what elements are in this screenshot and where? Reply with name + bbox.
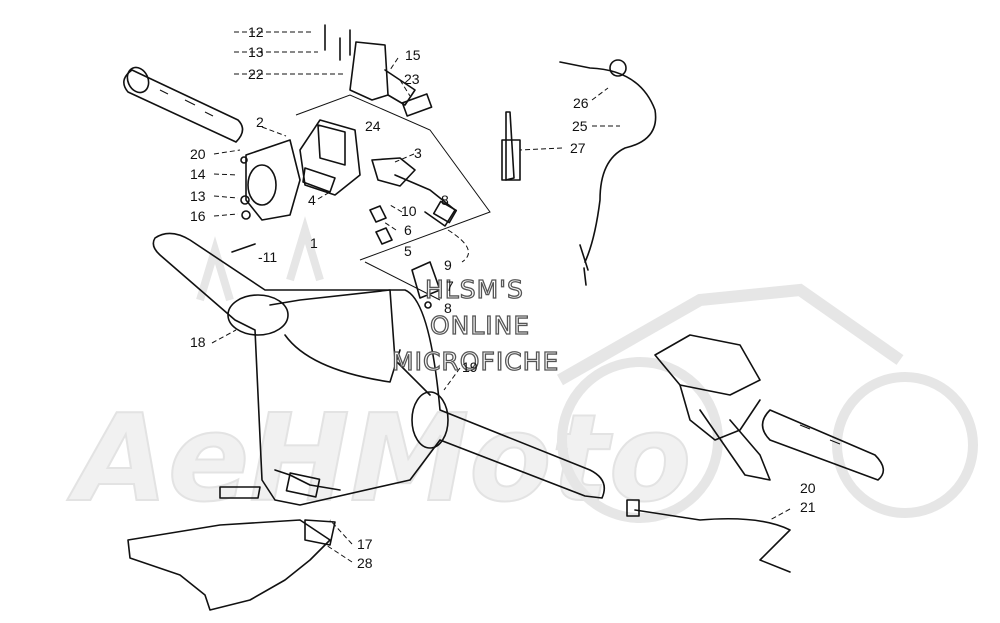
watermark-line-3: MICROFICHE — [392, 347, 559, 376]
callout-21: 21 — [800, 499, 816, 515]
callout-28: 28 — [357, 555, 373, 571]
watermark-line-2: ONLINE — [430, 311, 530, 340]
callout-17: 17 — [357, 536, 373, 552]
callout-11: -11 — [258, 249, 277, 265]
watermark-text: HLSM'S ONLINE MICROFICHE — [391, 274, 559, 376]
callout-25: 25 — [572, 118, 588, 134]
watermark-logo-text: AeHMoto — [67, 390, 691, 529]
callout-23: 23 — [404, 71, 420, 87]
bracket-assembly — [324, 24, 433, 117]
callout-13-left: 13 — [190, 188, 206, 204]
callout-14: 14 — [190, 166, 206, 182]
callout-7: 7 — [446, 278, 454, 294]
callout-3: 3 — [414, 145, 422, 161]
callout-labels: 12 13 22 15 23 24 2 3 20 14 13 16 4 10 8… — [190, 24, 816, 571]
callout-10: 10 — [401, 203, 417, 219]
callout-20-left: 20 — [190, 146, 206, 162]
callout-8-bottom: 8 — [444, 300, 452, 316]
callout-20-right: 20 — [800, 480, 816, 496]
bar-pad — [127, 486, 336, 611]
callout-16: 16 — [190, 208, 206, 224]
callout-9: 9 — [444, 257, 452, 273]
watermark-line-1: HLSM'S — [425, 275, 524, 304]
throttle-cable — [501, 59, 657, 286]
handlebar — [152, 232, 606, 506]
callout-12: 12 — [248, 24, 264, 40]
right-control-assembly — [626, 334, 885, 573]
callout-8-top: 8 — [441, 192, 449, 208]
leader-lines — [211, 31, 791, 563]
left-grip — [123, 66, 244, 143]
switch-housing — [245, 94, 491, 261]
callout-15: 15 — [405, 47, 421, 63]
callout-19: 19 — [462, 359, 478, 375]
callout-27: 27 — [570, 140, 586, 156]
callout-24: 24 — [365, 118, 381, 134]
callout-4: 4 — [308, 192, 316, 208]
callout-6: 6 — [404, 222, 412, 238]
callout-18: 18 — [190, 334, 206, 350]
callout-22: 22 — [248, 66, 264, 82]
callout-26: 26 — [573, 95, 589, 111]
callout-2: 2 — [256, 114, 264, 130]
callout-1: 1 — [310, 235, 318, 251]
watermark-logo: AeHMoto — [66, 216, 978, 530]
callout-13-top: 13 — [248, 44, 264, 60]
callout-5: 5 — [404, 243, 412, 259]
small-hardware — [231, 156, 441, 309]
